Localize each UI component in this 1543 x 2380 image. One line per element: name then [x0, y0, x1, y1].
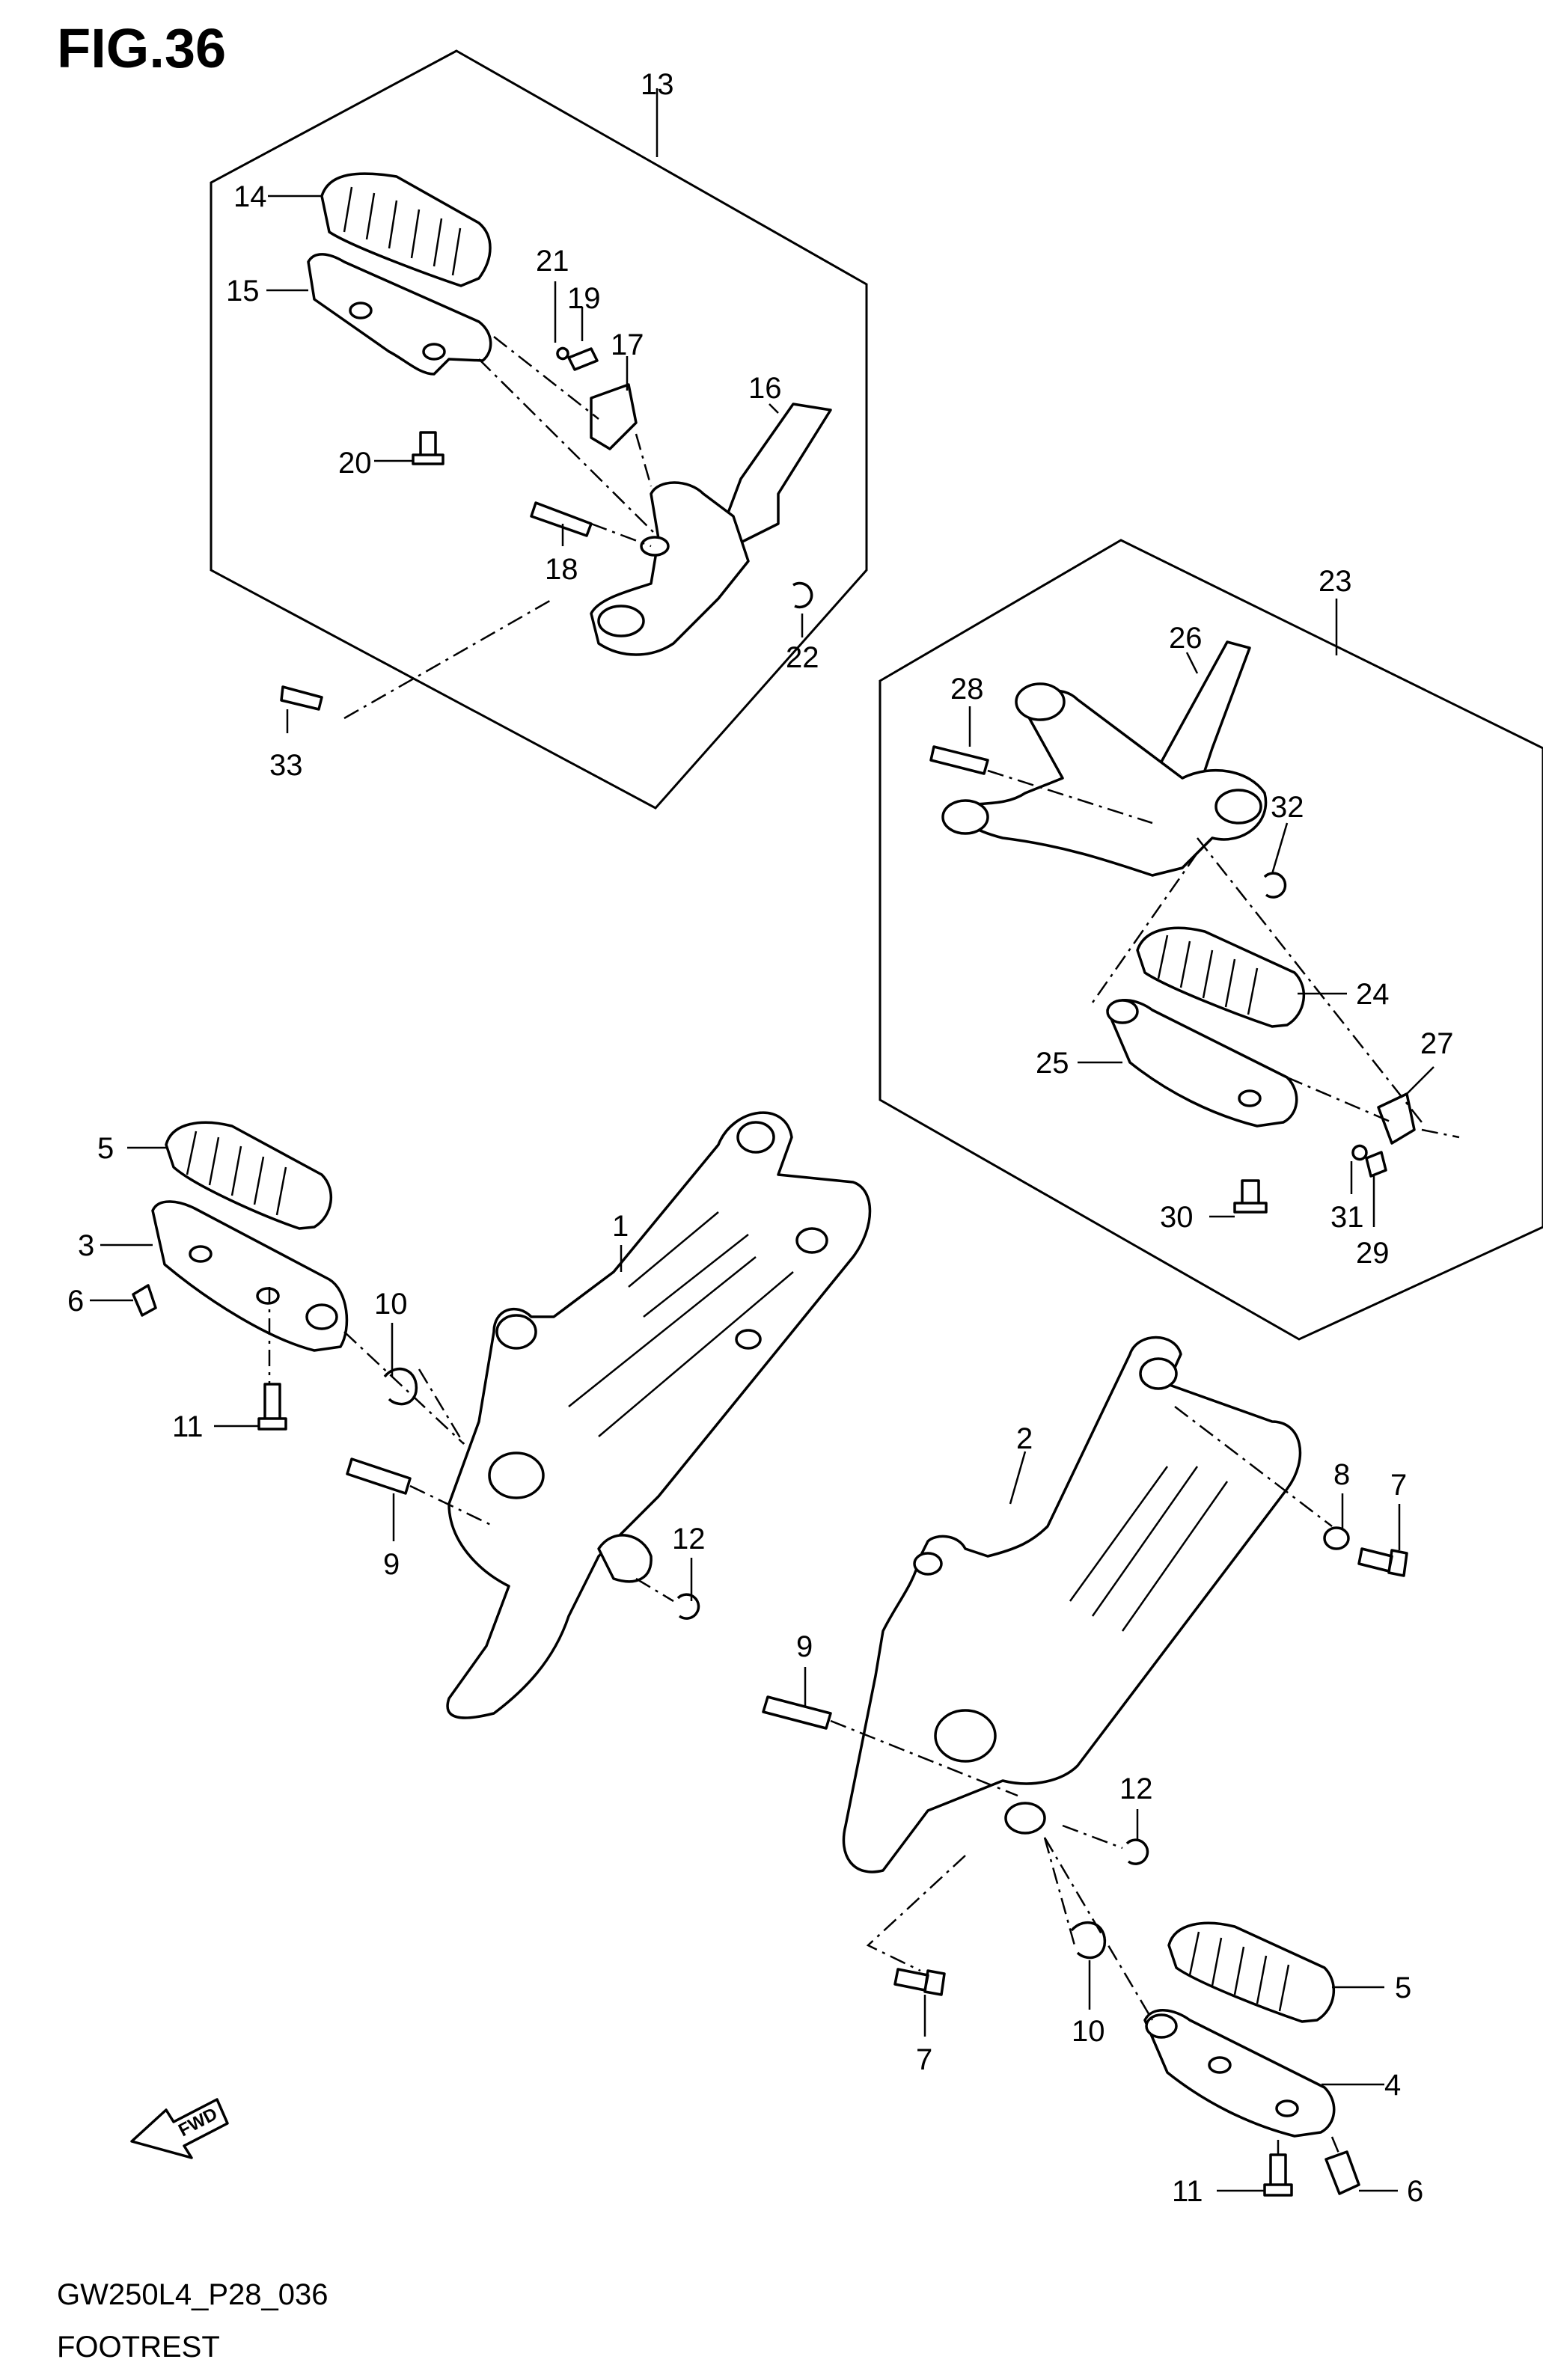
part-footrest-holder-26: [941, 640, 1268, 877]
callout-7-lower: 7: [916, 2043, 932, 2076]
callout-25: 25: [1036, 1047, 1069, 1080]
callout-labels: 13 14 15 21 19 17 16 20 18 22 33 23 26 2…: [67, 68, 1454, 2208]
part-spring-10-right: [1070, 1921, 1106, 1960]
part-ball-31: [1351, 1144, 1368, 1161]
part-screw-11-left: [257, 1383, 287, 1431]
part-bolt-6-left: [132, 1284, 157, 1317]
callout-29: 29: [1356, 1237, 1390, 1270]
part-footrest-rubber-5-right: [1167, 1921, 1336, 2023]
callout-16: 16: [748, 372, 782, 405]
part-pin-28: [929, 745, 989, 775]
callout-27: 27: [1420, 1027, 1454, 1060]
part-screw-11-right: [1263, 2153, 1293, 2197]
part-footrest-rubber-5-left: [165, 1121, 333, 1230]
callout-11-left: 11: [172, 1410, 204, 1443]
callout-28: 28: [950, 673, 984, 706]
part-spring-10-left: [383, 1368, 418, 1406]
callout-12-right: 12: [1119, 1772, 1153, 1805]
part-pin-9-right: [762, 1695, 832, 1730]
callout-5-left: 5: [97, 1132, 114, 1165]
figure-code: GW250L4_P28_036: [57, 2278, 329, 2311]
part-bolt-6-right: [1324, 2150, 1360, 2195]
part-footrest-bracket-2: [842, 1336, 1302, 1873]
part-footrest-rubber-24: [1136, 926, 1306, 1028]
part-pin-18: [530, 501, 593, 537]
callout-26: 26: [1169, 622, 1203, 655]
callout-2: 2: [1016, 1422, 1033, 1455]
part-bolt-33: [280, 685, 323, 711]
part-screw-20: [412, 431, 444, 465]
callout-6-left: 6: [67, 1285, 84, 1318]
callout-30: 30: [1160, 1201, 1194, 1234]
part-e-ring-12-right: [1125, 1838, 1149, 1865]
part-bolt-7-upper: [1357, 1547, 1408, 1577]
part-e-ring-22: [792, 581, 813, 609]
part-bolt-7-lower: [893, 1968, 946, 1996]
part-spring-29: [1365, 1151, 1387, 1178]
fwd-arrow-icon: FWD: [130, 2098, 229, 2159]
part-plate-17: [590, 383, 638, 450]
assembly-box-13: [210, 49, 868, 810]
part-footrest-bracket-1: [446, 1111, 872, 1719]
callout-18: 18: [545, 553, 578, 586]
callout-9-right: 9: [796, 1630, 813, 1663]
callout-7-upper: 7: [1390, 1469, 1407, 1502]
part-footrest-bracket-15: [307, 253, 492, 376]
part-e-ring-32: [1263, 872, 1287, 899]
callout-20: 20: [338, 447, 372, 480]
part-footrest-bracket-4-right: [1143, 2009, 1336, 2138]
callout-9-left: 9: [383, 1548, 400, 1581]
part-washer-8: [1323, 1526, 1350, 1550]
callout-22: 22: [786, 641, 819, 674]
callout-31: 31: [1330, 1201, 1364, 1234]
callout-32: 32: [1271, 791, 1304, 824]
part-ball-21b: [556, 346, 569, 361]
part-plate-27: [1377, 1092, 1416, 1145]
callout-17: 17: [611, 328, 644, 361]
callout-13: 13: [641, 68, 674, 101]
callout-10-right: 10: [1072, 2015, 1105, 2048]
callout-21: 21: [536, 245, 569, 278]
callout-10-left: 10: [374, 1288, 408, 1321]
callout-3: 3: [78, 1229, 94, 1262]
callout-12-left: 12: [672, 1523, 706, 1555]
part-footrest-holder-16: [590, 403, 832, 656]
callout-11-right: 11: [1172, 2175, 1203, 2208]
callout-19: 19: [567, 282, 601, 315]
part-pin-9-left: [346, 1457, 412, 1495]
callout-33: 33: [269, 749, 303, 782]
callout-5-right: 5: [1395, 1971, 1411, 2004]
callout-4: 4: [1384, 2069, 1401, 2102]
callout-23: 23: [1319, 565, 1352, 598]
figure-name: FOOTREST: [57, 2331, 220, 2364]
callout-1: 1: [612, 1210, 629, 1243]
part-footrest-bracket-25: [1106, 999, 1298, 1128]
callout-6-right: 6: [1407, 2175, 1423, 2208]
callout-24: 24: [1356, 978, 1390, 1011]
assembly-box-23: [879, 539, 1543, 1341]
part-footrest-rubber-14: [320, 172, 492, 287]
figure-title: FIG.36: [57, 17, 226, 79]
part-e-ring-12-left: [676, 1593, 700, 1620]
callout-8: 8: [1333, 1458, 1350, 1491]
callout-14: 14: [233, 180, 267, 213]
part-screw-30: [1233, 1179, 1268, 1214]
part-footrest-bracket-3-left: [151, 1200, 349, 1352]
callout-15: 15: [226, 275, 260, 308]
part-ball-21: [567, 347, 599, 371]
